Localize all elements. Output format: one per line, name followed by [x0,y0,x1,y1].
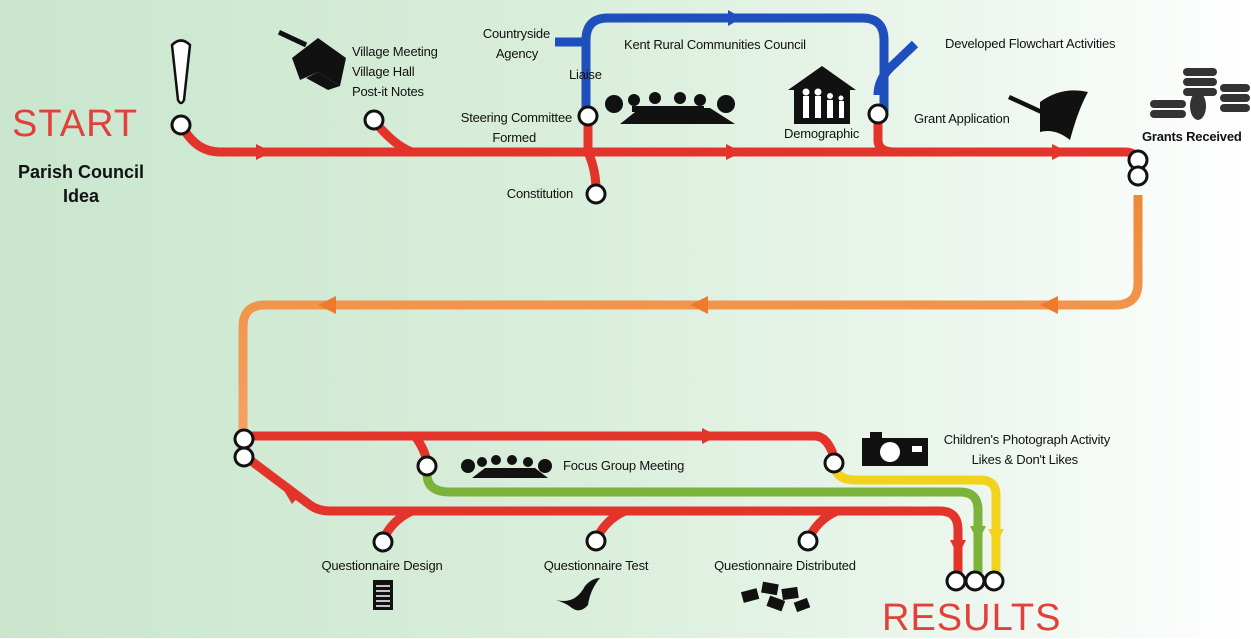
station-focus [416,455,438,477]
station-village [363,109,385,131]
village-line-2: Village Hall [352,64,415,79]
children-line-1: Children's Photograph Activity [943,432,1110,447]
station-start [170,114,192,136]
idea-line-1: Parish Council [17,162,145,182]
developed-label: Developed Flowchart Activities [945,36,1116,51]
group-icon [461,455,552,478]
q-test-label: Questionnaire Test [543,558,649,573]
red-upper-lower-line [248,431,840,462]
station-qtest [585,530,607,552]
children-label: Children's Photograph Activity Likes & D… [930,430,1110,470]
station-split-2 [233,446,255,468]
papers-icon [740,581,811,613]
steering-line-2: Formed [492,130,536,145]
red-lower-line [247,456,963,575]
start-title: START [12,103,139,145]
committee-icon [605,92,735,124]
camera-icon [862,432,928,466]
constitution-label: Constitution [506,186,573,201]
family-house-icon [788,66,856,124]
station-split-1 [233,428,255,450]
blue-arrow [728,10,742,26]
station-qdesign [372,531,394,553]
steering-line-1: Steering Committee [460,110,572,125]
blue-branch-developed [873,40,919,96]
station-results-2 [964,570,986,592]
countryside-line-1: Countryside [482,26,550,41]
village-label: Village Meeting Village Hall Post-it Not… [352,42,438,102]
children-line-2: Likes & Don't Likes [971,452,1079,467]
results-title: RESULTS [882,597,1062,639]
coins-icon [1150,68,1250,120]
steering-label: Steering Committee Formed [440,108,572,148]
focus-label: Focus Group Meeting [563,458,685,473]
station-constitution [585,183,607,205]
station-qdist [797,530,819,552]
green-line [422,473,983,575]
yellow-line [830,466,1001,575]
document-icon [373,580,393,610]
exclamation-icon [170,39,192,105]
countryside-label: Countryside Agency [462,24,550,64]
station-grants-received-2 [1127,165,1149,187]
station-results-3 [983,570,1005,592]
station-results-1 [945,570,967,592]
quill-icon [556,578,600,611]
station-grant [867,103,889,125]
grant-application-label: Grant Application [914,111,1010,126]
q-design-label: Questionnaire Design [321,558,443,573]
grants-received-label: Grants Received [1142,129,1242,144]
orange-line [238,195,1143,436]
kent-label: Kent Rural Communities Council [624,37,806,52]
liaise-label: Liaise [569,67,602,82]
demographic-label: Demographic [784,126,860,141]
mallet-icon [277,30,346,90]
idea-label: Parish Council Idea [2,160,160,208]
quill-pen-icon [1008,90,1088,140]
village-line-1: Village Meeting [352,44,438,59]
idea-line-2: Idea [62,186,100,206]
red-main-line [178,123,1143,166]
station-children [823,452,845,474]
countryside-line-2: Agency [495,46,538,61]
q-dist-label: Questionnaire Distributed [714,558,856,573]
red-branch-grant [873,116,896,157]
village-line-3: Post-it Notes [352,84,424,99]
station-steering [577,105,599,127]
